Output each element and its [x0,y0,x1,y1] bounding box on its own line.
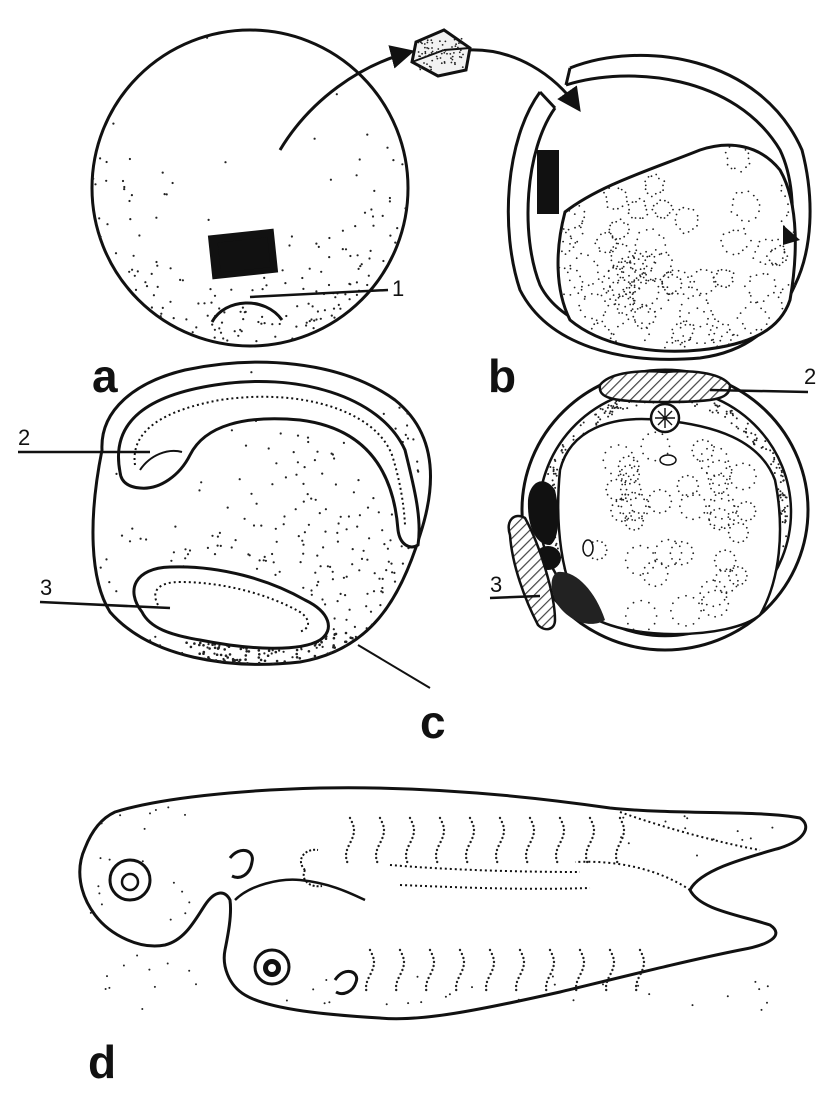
donor-embryo-outline [92,30,408,346]
arrow-to-host [468,50,578,108]
panel-letter-c: c [420,696,446,748]
callout-label-3-left: 3 [40,575,52,600]
panel-a-egg: 1 [92,30,408,346]
callout-label-3-right: 3 [490,572,502,597]
panel-d-larva [80,788,806,1019]
callout-label-1: 1 [392,276,404,301]
implanted-graft [537,150,559,214]
section-plane-line [358,645,430,688]
graft-block [412,30,470,76]
panel-letter-d: d [88,1036,116,1088]
callout-label-2-left: 2 [18,425,30,450]
panel-c-cross-section: 2 3 [490,364,816,650]
panel-letter-b: b [488,350,516,402]
callout-label-2-right: 2 [804,364,816,389]
panel-letter-a: a [92,350,118,402]
host-neural-plate [600,371,730,402]
panel-b-host [508,55,815,367]
panel-c-embryo: 2 3 [18,360,441,688]
yolk-mass [558,145,795,351]
